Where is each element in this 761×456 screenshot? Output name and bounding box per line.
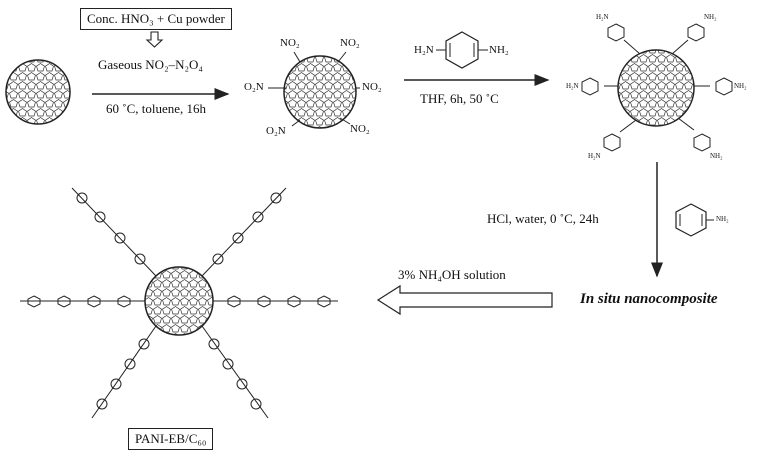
condition-4: 3% NH₄OH solution [398, 267, 506, 282]
nanocomposite-label: In situ nanocomposite [580, 291, 718, 307]
o2n-left: O₂N [244, 81, 264, 93]
pani-label-box: PANI-EB/C₆₀ [128, 428, 214, 450]
amine-c60-molecule [581, 23, 733, 152]
no2-right: NO₂ [362, 81, 382, 93]
ppd-h2n: H₂N [414, 44, 434, 56]
o2n-bottom-left: O₂N [266, 125, 286, 137]
condition-2: THF, 6h, 50 ˚C [420, 91, 499, 106]
no2-top-left: NO₂ [280, 37, 300, 49]
nitro-c60-molecule [268, 51, 360, 129]
hollow-left-arrow [376, 284, 553, 316]
condition-3: HCl, water, 0 ˚C, 24h [487, 211, 599, 226]
arm-nh2-3: H₂N [566, 82, 579, 90]
ppd-nh2: NH₂ [489, 44, 509, 56]
gas-label: Gaseous NO₂–N₂O₄ [98, 57, 203, 72]
aniline-molecule [675, 203, 714, 237]
pani-c60-molecule [20, 187, 338, 419]
aniline-nh2: NH₂ [716, 215, 729, 223]
arm-nh2-5: H₂N [588, 152, 601, 160]
c60-start-molecule [5, 59, 71, 125]
arm-nh2-6: NH₂ [710, 152, 723, 160]
arm-nh2-4: NH₂ [734, 82, 747, 90]
reagent-box: Conc. HNO₃ + Cu powder [80, 8, 232, 30]
no2-bottom-right: NO₂ [350, 123, 370, 135]
hollow-down-arrow [145, 31, 164, 48]
arm-nh2-2: NH₂ [704, 13, 717, 21]
condition-1: 60 ˚C, toluene, 16h [106, 101, 207, 116]
arm-nh2-1: H₂N [596, 13, 609, 21]
no2-top-right: NO₂ [340, 37, 360, 49]
phenylenediamine-molecule [436, 31, 488, 69]
